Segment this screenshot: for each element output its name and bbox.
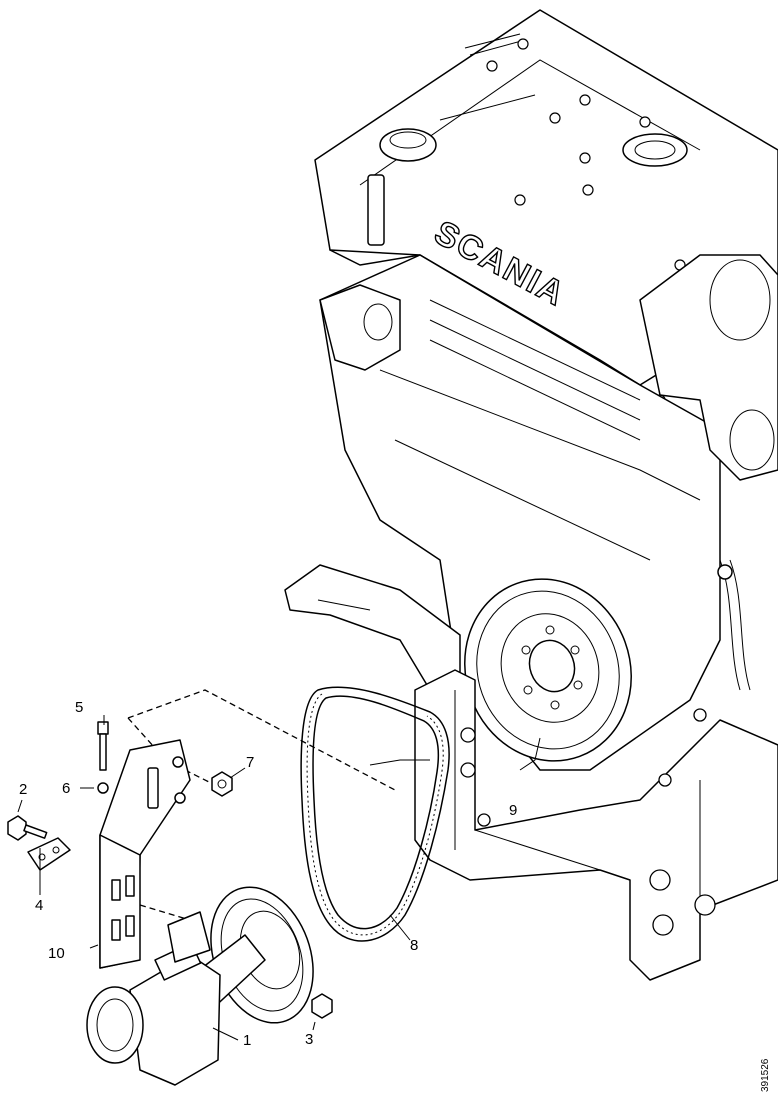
pump-housing bbox=[86, 911, 221, 1086]
plate-4 bbox=[27, 837, 71, 871]
bolt-2 bbox=[7, 815, 48, 841]
callout-1: 1 bbox=[243, 1032, 251, 1049]
washer-6 bbox=[97, 782, 109, 794]
callout-8: 8 bbox=[410, 937, 418, 954]
lifting-bracket bbox=[367, 174, 385, 246]
document-id: 391526 bbox=[760, 1058, 771, 1092]
callout-9: 9 bbox=[509, 802, 517, 819]
callout-4: 4 bbox=[35, 897, 43, 914]
mounting-bracket bbox=[99, 739, 191, 969]
callout-3: 3 bbox=[305, 1031, 313, 1048]
nut-3 bbox=[311, 993, 333, 1019]
bolt-5 bbox=[97, 721, 109, 771]
callout-2: 2 bbox=[19, 781, 27, 798]
drive-belt bbox=[300, 686, 450, 942]
turbocharger bbox=[639, 254, 778, 481]
engine-side-bracket bbox=[319, 284, 401, 371]
intake-opening bbox=[622, 133, 688, 167]
pump-assembly bbox=[7, 686, 541, 1086]
front-support-beam bbox=[284, 564, 461, 701]
callout-6: 6 bbox=[62, 780, 70, 797]
callout-7: 7 bbox=[246, 754, 254, 771]
oil-filler-cap bbox=[379, 128, 437, 162]
frame-bolts bbox=[460, 708, 716, 936]
alignment-line bbox=[127, 689, 396, 791]
crankshaft-pulley bbox=[464, 578, 632, 762]
engine: SCANIA bbox=[284, 9, 778, 981]
callout-labels: 1 2 3 4 5 6 7 8 9 10 bbox=[19, 699, 517, 1049]
callout-5: 5 bbox=[75, 699, 83, 716]
nut-7 bbox=[211, 771, 233, 797]
leader-lines bbox=[17, 715, 541, 1041]
callout-10: 10 bbox=[48, 945, 65, 962]
